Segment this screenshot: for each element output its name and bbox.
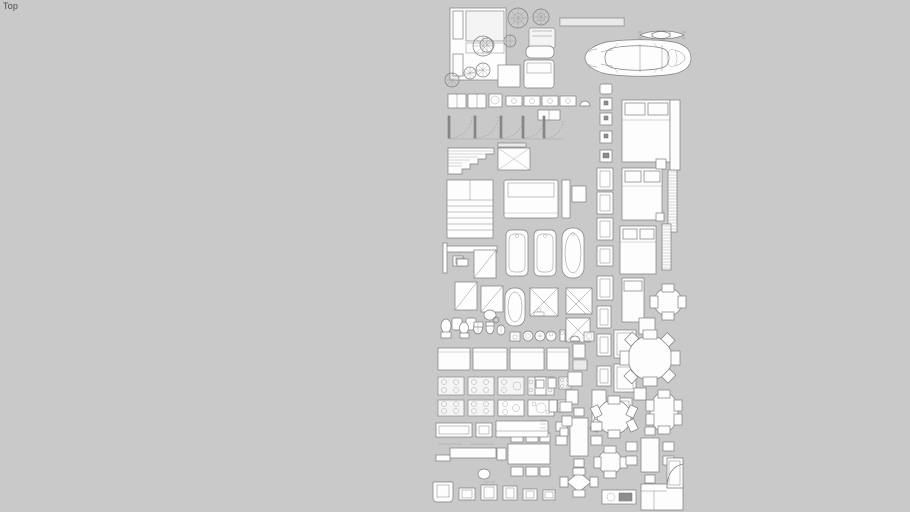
armchair [432, 481, 454, 503]
hatch-strip-vertical [661, 223, 672, 271]
group-misc[interactable] [540, 377, 573, 437]
hatch-strip [572, 359, 588, 371]
bed-single [621, 277, 645, 323]
bathtub [505, 229, 529, 277]
fixture-icon [488, 93, 503, 108]
bed-king [621, 99, 671, 163]
fixture-icons-row [509, 329, 595, 342]
armchair [542, 489, 556, 501]
group-doors[interactable] [447, 115, 564, 140]
round-table-8-chairs [619, 329, 681, 387]
hatch-strip-vertical [667, 169, 678, 233]
armchair [599, 149, 613, 163]
group-landscape-and-pool[interactable] [444, 7, 556, 89]
group-beds-right[interactable] [619, 99, 681, 323]
cooktop [467, 376, 495, 396]
shrub-icon [479, 37, 495, 53]
door-symbol [499, 115, 525, 139]
group-vehicles[interactable] [584, 30, 692, 77]
bathtub [533, 229, 557, 277]
group-windows-and-panels[interactable] [447, 93, 591, 121]
tree-icon [532, 8, 550, 26]
sink-icon [496, 324, 506, 336]
car-top-view [584, 39, 692, 77]
cooktop [437, 399, 465, 417]
bathtub-oval [504, 287, 526, 327]
bidet-icon [485, 321, 495, 335]
group-toilets-sinks[interactable] [440, 309, 595, 342]
cooktop [497, 376, 525, 396]
cooktop [497, 399, 525, 417]
armchair [599, 97, 613, 111]
hatch-strip [497, 142, 527, 148]
group-cabinets[interactable] [442, 179, 504, 313]
group-armchairs-column[interactable] [565, 83, 614, 429]
whirlpool-tub [561, 227, 585, 279]
tree-icon [472, 35, 494, 57]
round-table-4-chairs [593, 445, 628, 479]
appliance-row [505, 95, 591, 107]
tree-icon [507, 7, 529, 29]
group-desk[interactable] [601, 489, 637, 505]
shower-tray-corner [565, 287, 593, 315]
door-symbol [473, 115, 499, 139]
group-cooktops[interactable] [437, 376, 572, 417]
round-table-4-chairs [649, 283, 687, 321]
bed-double [621, 167, 663, 221]
armchair [599, 130, 613, 144]
diamond-table-4-chairs [559, 467, 599, 498]
door-symbol [542, 115, 564, 139]
group-beds-left[interactable] [503, 179, 587, 219]
group-counters[interactable] [437, 343, 588, 371]
rect-table-8-chairs [555, 407, 603, 468]
cooktop [467, 399, 495, 417]
bed-double [619, 225, 657, 275]
toilet-icon [473, 321, 484, 335]
group-sectional-sofa[interactable] [640, 457, 684, 511]
toilet-icon [440, 318, 452, 339]
group-stairs[interactable] [447, 142, 531, 175]
stair-run [447, 147, 495, 175]
door-symbol [447, 115, 473, 139]
stair-landing [497, 147, 531, 171]
oval-table-6-chairs [645, 389, 683, 435]
motorcycle-top-view [638, 30, 686, 40]
armchair [522, 488, 538, 501]
rect-table-6-chairs [496, 432, 551, 477]
group-hatch-strips[interactable] [559, 17, 678, 271]
armchair [480, 481, 498, 501]
cooktop [437, 376, 465, 396]
shrub-icon [503, 34, 517, 48]
cooktop [527, 399, 555, 417]
group-dining-rect[interactable] [496, 407, 603, 498]
group-bathtubs[interactable] [451, 227, 585, 331]
toilet-icon [459, 321, 470, 339]
group-sofas-bottom[interactable] [435, 420, 549, 462]
group-dining-round[interactable] [589, 283, 687, 484]
view-label: Top [3, 1, 19, 11]
group-armchairs-bottom[interactable] [432, 468, 556, 503]
armchair [458, 487, 476, 501]
shower-faucet [533, 307, 545, 317]
bed-double [503, 179, 559, 219]
armchair [502, 485, 518, 501]
door-symbol [521, 115, 545, 139]
armchair [599, 112, 613, 126]
